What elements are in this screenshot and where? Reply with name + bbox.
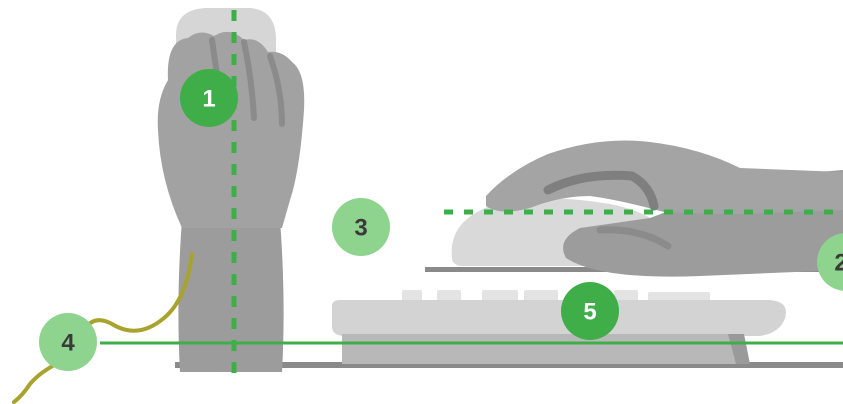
marker-4-label: 4 xyxy=(61,330,75,357)
keyboard-front xyxy=(342,334,742,364)
vertical-forearm xyxy=(178,220,283,372)
vertical-hand xyxy=(158,32,305,228)
horizontal-hand xyxy=(486,141,843,215)
hand-on-horizontal-mouse-icon xyxy=(452,141,843,277)
keyboard-body xyxy=(332,300,786,336)
mouse-cable-icon xyxy=(14,254,192,402)
marker-1: 1 xyxy=(180,69,238,127)
marker-2-label: 2 xyxy=(834,250,843,277)
marker-5-label: 5 xyxy=(583,299,596,326)
hand-on-vertical-mouse-icon xyxy=(158,8,305,372)
keyboard-icon xyxy=(332,290,786,364)
marker-1-label: 1 xyxy=(202,86,215,113)
marker-3-label: 3 xyxy=(354,215,367,242)
marker-4: 4 xyxy=(39,313,97,371)
marker-5: 5 xyxy=(561,282,619,340)
marker-3: 3 xyxy=(332,198,390,256)
